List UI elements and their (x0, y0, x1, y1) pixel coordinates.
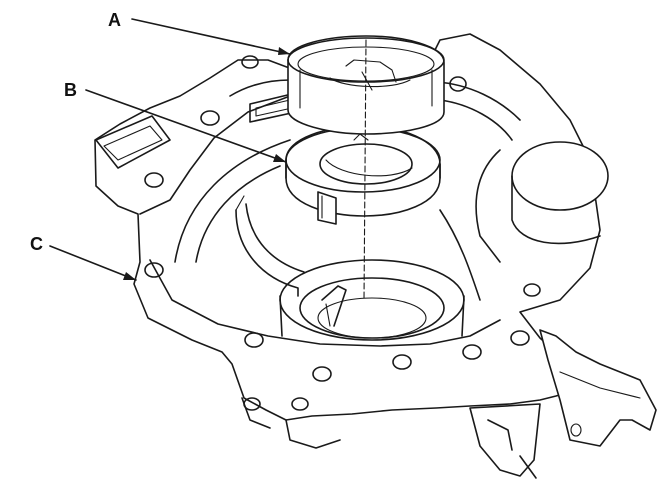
leader-line-b (85, 89, 287, 163)
thrust-washer (285, 125, 441, 225)
leader-line-c (49, 245, 137, 281)
callout-b: B (64, 80, 287, 163)
leader-line-a (131, 18, 291, 55)
bolt-holes (144, 55, 541, 411)
transmission-housing (94, 33, 657, 479)
arrowhead-c (123, 272, 136, 280)
callout-c: C (30, 234, 137, 281)
arrowhead-a (278, 47, 290, 55)
label-b: B (64, 80, 77, 100)
callout-a: A (108, 10, 291, 55)
label-c: C (30, 234, 43, 254)
label-a: A (108, 10, 121, 30)
center-axis-line (363, 39, 367, 301)
arrowhead-b (273, 154, 286, 162)
